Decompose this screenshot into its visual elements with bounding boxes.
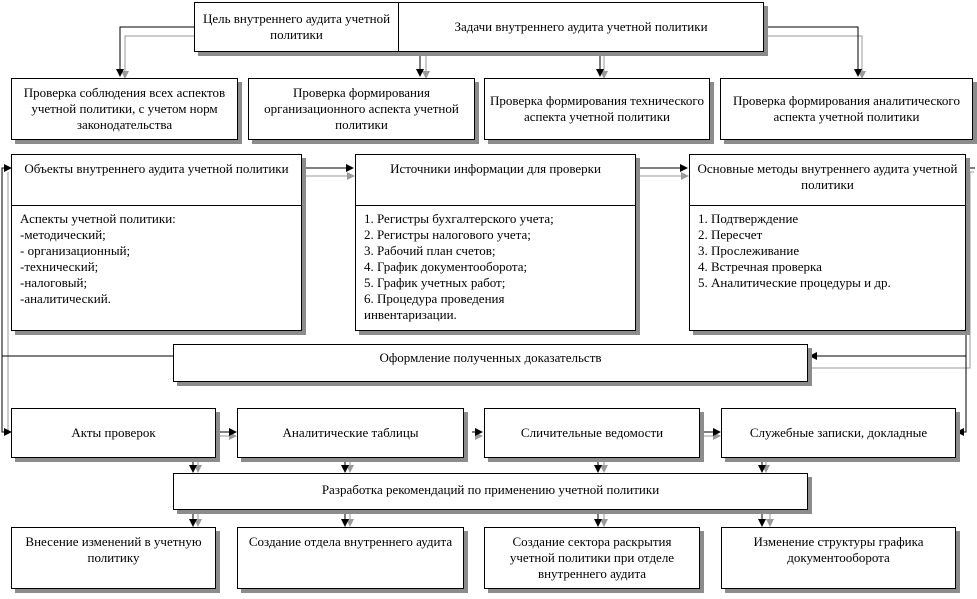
audit-tasks-box: Задачи внутреннего аудита учетной полити… xyxy=(454,19,708,34)
list-item: 1. Подтверждение xyxy=(698,211,799,226)
info-sources-box: Источники информации для проверки 1. Рег… xyxy=(355,154,636,331)
list-item: 6. Процедура проведения инвентаризации. xyxy=(364,291,505,322)
list-item: 4. График документооборота; xyxy=(364,259,528,274)
list-item: 2. Регистры налогового учета; xyxy=(364,227,531,242)
doc-box-inspection-acts: Акты проверок xyxy=(11,408,216,458)
list-item: - организационный; xyxy=(20,243,131,258)
check-box-technical: Проверка формирования технического аспек… xyxy=(484,78,710,140)
list-item: 5. График учетных работ; xyxy=(364,275,506,290)
list-item: 2. Пересчет xyxy=(698,227,763,242)
audit-objects-box: Объекты внутреннего аудита учетной полит… xyxy=(11,154,302,331)
outcome-box-disclosure-sector: Создание сектора раскрытия учетной полит… xyxy=(484,527,700,589)
list-item: -налоговый; xyxy=(20,275,88,290)
evidence-box: Оформление полученных доказательств xyxy=(173,344,808,382)
recommendations-box: Разработка рекомендаций по применению уч… xyxy=(173,473,808,510)
info-sources-title: Источники информации для проверки xyxy=(356,155,635,206)
outcome-box-workflow-schedule: Изменение структуры графика документообо… xyxy=(721,527,956,589)
audit-methods-list: 1. Подтверждение 2. Пересчет 3. Прослежи… xyxy=(690,206,965,291)
doc-box-memos: Служебные записки, докладные xyxy=(721,408,956,458)
info-sources-list: 1. Регистры бухгалтерского учета; 2. Рег… xyxy=(356,206,635,323)
list-item: 4. Встречная проверка xyxy=(698,259,822,274)
audit-goal-box: Цель внутреннего аудита учетной политики xyxy=(195,3,399,51)
list-item: 1. Регистры бухгалтерского учета; xyxy=(364,211,554,226)
outcome-box-policy-changes: Внесение изменений в учетную политику xyxy=(11,527,216,589)
list-item: 5. Аналитические процедуры и др. xyxy=(698,275,891,290)
list-item: -аналитический. xyxy=(20,291,111,306)
audit-objects-list: Аспекты учетной политики: -методический;… xyxy=(12,206,301,307)
doc-box-reconciliation: Сличительные ведомости xyxy=(484,408,700,458)
outcome-box-audit-department: Создание отдела внутреннего аудита xyxy=(237,527,464,589)
list-item: 3. Прослеживание xyxy=(698,243,800,258)
check-box-legislation: Проверка соблюдения всех аспектов учетно… xyxy=(11,78,238,140)
list-item: Аспекты учетной политики: xyxy=(20,211,176,226)
list-item: -методический; xyxy=(20,227,106,242)
list-item: -технический; xyxy=(20,259,99,274)
audit-objects-title: Объекты внутреннего аудита учетной полит… xyxy=(12,155,301,206)
list-item: 3. Рабочий план счетов; xyxy=(364,243,496,258)
audit-methods-box: Основные методы внутреннего аудита учетн… xyxy=(689,154,966,331)
check-box-organizational: Проверка формирования организационного а… xyxy=(248,78,475,140)
audit-methods-title: Основные методы внутреннего аудита учетн… xyxy=(690,155,965,206)
goal-tasks-header: Цель внутреннего аудита учетной политики… xyxy=(194,2,764,52)
check-box-analytical: Проверка формирования аналитического асп… xyxy=(720,78,973,140)
doc-box-analytical-tables: Аналитические таблицы xyxy=(237,408,464,458)
